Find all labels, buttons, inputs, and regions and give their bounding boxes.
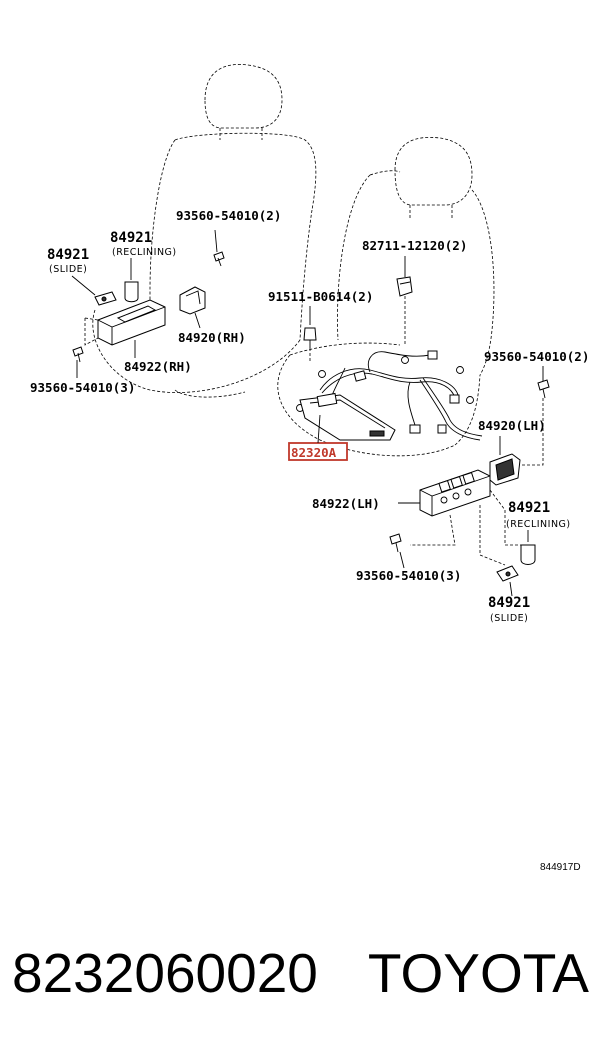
figure-code: 844917D xyxy=(540,862,581,873)
label-switch-rh: 84922(RH) xyxy=(124,359,192,374)
label-switch-lh: 84922(LH) xyxy=(312,496,380,511)
label-switch-cover-lh: 84920(LH) xyxy=(478,418,546,433)
switch-cover-rh[interactable] xyxy=(179,286,206,315)
label-clamp: 82711-12120(2) xyxy=(362,238,467,253)
label-bolt-lh-lower: 93560-54010(3) xyxy=(356,568,461,583)
bolt-lh-upper[interactable] xyxy=(537,379,550,399)
product-caption: 8232060020 TOYOTA xyxy=(12,938,592,1008)
bolt-rh-upper[interactable] xyxy=(213,251,225,267)
label-slide-knob-rh: 84921 xyxy=(47,247,89,263)
label-switch-cover-rh: 84920(RH) xyxy=(178,330,246,345)
wire-clamp[interactable] xyxy=(396,276,413,297)
caption-brand: TOYOTA xyxy=(367,942,589,1004)
seat-rh-outline xyxy=(92,64,317,398)
recline-knob-lh[interactable] xyxy=(520,544,536,565)
harness-clip[interactable] xyxy=(303,327,317,348)
recline-knob-rh[interactable] xyxy=(124,281,139,303)
label-harness-bracket: 82320A xyxy=(291,445,337,460)
bolt-rh-lower[interactable] xyxy=(72,346,84,363)
slide-knob-rh[interactable] xyxy=(94,291,117,306)
label-slide-knob-rh-sub: (SLIDE) xyxy=(49,264,87,275)
label-slide-knob-lh: 84921 xyxy=(488,595,530,611)
label-slide-knob-lh-sub: (SLIDE) xyxy=(490,613,528,624)
harness-bracket-82320a[interactable] xyxy=(299,392,396,441)
switch-cover-lh[interactable] xyxy=(489,453,521,486)
power-seat-switch-lh[interactable] xyxy=(419,469,491,517)
label-bolt-rh-lower: 93560-54010(3) xyxy=(30,380,135,395)
label-recline-knob-lh-sub: (RECLINING) xyxy=(506,519,571,530)
label-recline-knob-rh: 84921 xyxy=(110,230,152,246)
label-clip: 91511-B0614(2) xyxy=(268,289,373,304)
highlight-82320a[interactable]: 82320A xyxy=(288,442,348,461)
slide-knob-lh[interactable] xyxy=(496,565,519,582)
seat-lh-outline xyxy=(277,136,495,457)
label-recline-knob-lh: 84921 xyxy=(508,500,550,516)
power-seat-switch-rh[interactable] xyxy=(97,299,166,346)
label-bolt-lh-upper: 93560-54010(2) xyxy=(484,349,589,364)
label-recline-knob-rh-sub: (RECLINING) xyxy=(112,247,177,258)
caption-part-number: 8232060020 xyxy=(12,942,318,1004)
label-bolt-rh-upper: 93560-54010(2) xyxy=(176,208,281,223)
bolt-lh-lower[interactable] xyxy=(389,533,402,553)
